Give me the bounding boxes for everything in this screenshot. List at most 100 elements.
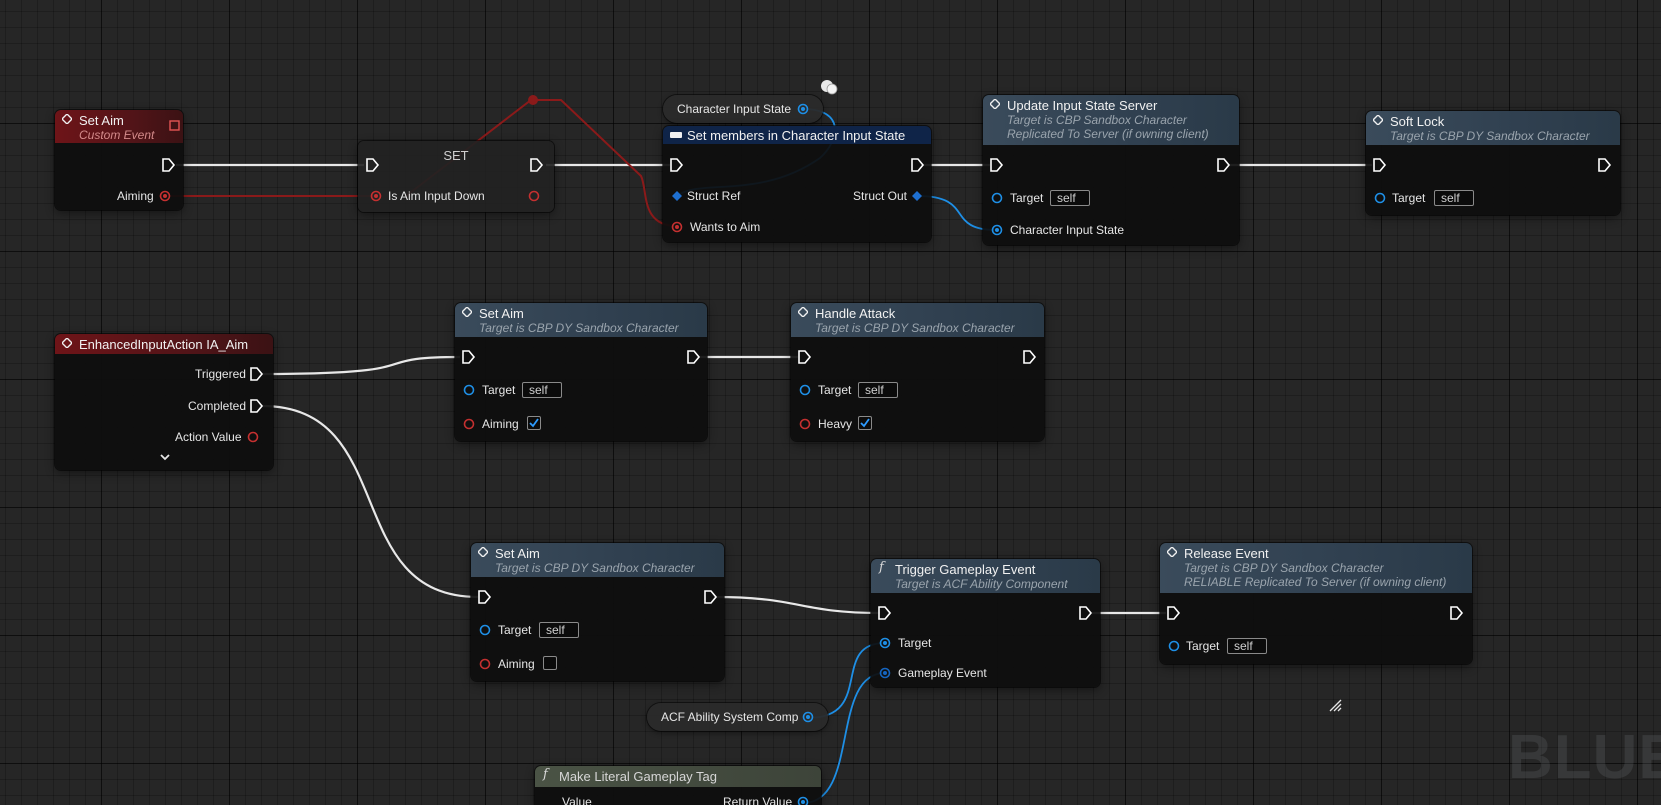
bool-out-pin-icon[interactable]	[247, 431, 259, 443]
bool-in-pin-icon[interactable]	[671, 221, 683, 233]
bool-in-pin-icon[interactable]	[463, 418, 475, 430]
exec-in-pin-icon[interactable]	[462, 350, 476, 364]
object-in-pin-icon[interactable]	[1374, 192, 1386, 204]
exec-in-pin-icon[interactable]	[1167, 606, 1181, 620]
pin-label-target: Target	[1010, 191, 1044, 205]
pin-label-target: Target	[1392, 191, 1426, 205]
bool-out-pin-icon[interactable]	[528, 190, 540, 202]
struct-out-pin-icon[interactable]	[912, 191, 922, 201]
bool-in-pin-icon[interactable]	[799, 418, 811, 430]
character-input-state-variable[interactable]: Character Input State	[663, 95, 823, 123]
target-self-field[interactable]: self	[1434, 190, 1474, 206]
aiming-checkbox[interactable]	[543, 656, 557, 670]
node-subtitle: Target is CBP DY Sandbox Character	[1184, 561, 1384, 575]
object-in-pin-icon[interactable]	[991, 192, 1003, 204]
release-event-node[interactable]: Release Event Target is CBP DY Sandbox C…	[1160, 543, 1472, 664]
make-literal-gameplay-tag-node[interactable]: f Make Literal Gameplay Tag Value Return…	[535, 766, 821, 805]
exec-out-pin-icon[interactable]	[162, 158, 176, 172]
event-diamond-icon	[478, 547, 488, 557]
struct-in-pin-icon[interactable]	[991, 224, 1003, 236]
struct-out-pin-icon[interactable]	[797, 796, 809, 805]
node-title: Set Aim	[495, 546, 540, 561]
exec-out-pin-icon[interactable]	[1217, 158, 1231, 172]
exec-in-pin-icon[interactable]	[366, 158, 380, 172]
soft-lock-node[interactable]: Soft Lock Target is CBP DY Sandbox Chara…	[1366, 111, 1620, 215]
bool-in-pin-icon[interactable]	[479, 658, 491, 670]
node-title: Soft Lock	[1390, 114, 1445, 129]
object-in-pin-icon[interactable]	[799, 384, 811, 396]
event-diamond-icon	[1373, 115, 1383, 125]
exec-out-pin-icon[interactable]	[1450, 606, 1464, 620]
set-variable-node[interactable]: SET Is Aim Input Down	[358, 141, 554, 212]
target-self-field[interactable]: self	[522, 382, 562, 398]
pin-label-aiming: Aiming	[117, 189, 154, 203]
exec-in-pin-icon[interactable]	[878, 606, 892, 620]
node-title: SET	[443, 148, 469, 163]
exec-in-pin-icon[interactable]	[798, 350, 812, 364]
exec-out-pin-icon[interactable]	[250, 367, 264, 381]
exec-in-pin-icon[interactable]	[990, 158, 1004, 172]
struct-out-pin-icon[interactable]	[797, 103, 809, 115]
pin-label-character-input-state: Character Input State	[1010, 223, 1125, 237]
set-aim-call-node-1[interactable]: Set Aim Target is CBP DY Sandbox Charact…	[455, 303, 707, 441]
resize-grip-icon[interactable]	[1328, 698, 1342, 717]
exec-out-pin-icon[interactable]	[530, 158, 544, 172]
pin-label-triggered: Triggered	[195, 367, 246, 381]
node-subtitle: Target is CBP DY Sandbox Character	[495, 561, 695, 575]
delegate-pin-icon[interactable]	[169, 120, 180, 131]
object-in-pin-icon[interactable]	[879, 637, 891, 649]
exec-in-pin-icon[interactable]	[1373, 158, 1387, 172]
handle-attack-node[interactable]: Handle Attack Target is CBP DY Sandbox C…	[791, 303, 1044, 441]
object-in-pin-icon[interactable]	[1168, 640, 1180, 652]
target-self-field[interactable]: self	[1050, 190, 1090, 206]
exec-out-pin-icon[interactable]	[687, 350, 701, 364]
exec-out-pin-icon[interactable]	[1598, 158, 1612, 172]
set-members-node[interactable]: Set members in Character Input State Str…	[663, 126, 931, 242]
set-aim-call-node-2[interactable]: Set Aim Target is CBP DY Sandbox Charact…	[471, 543, 724, 681]
target-self-field[interactable]: self	[539, 622, 579, 638]
comment-bubble-icon[interactable]	[820, 79, 838, 100]
object-in-pin-icon[interactable]	[463, 384, 475, 396]
pin-label-target: Target	[498, 623, 532, 637]
object-out-pin-icon[interactable]	[802, 711, 814, 723]
struct-ref-pin-icon[interactable]	[672, 191, 682, 201]
exec-out-pin-icon[interactable]	[250, 399, 264, 413]
enhanced-input-action-node[interactable]: EnhancedInputAction IA_Aim Triggered Com…	[55, 334, 273, 470]
pin-label-target: Target	[898, 636, 932, 650]
set-aim-custom-event-node[interactable]: Set Aim Custom Event Aiming	[55, 110, 183, 210]
pin-label-struct-ref: Struct Ref	[687, 189, 741, 203]
function-icon: f	[543, 767, 548, 782]
exec-out-pin-icon[interactable]	[1023, 350, 1037, 364]
exec-out-pin-icon[interactable]	[911, 158, 925, 172]
event-diamond-icon	[462, 307, 472, 317]
exec-out-pin-icon[interactable]	[704, 590, 718, 604]
target-self-field[interactable]: self	[1227, 638, 1267, 654]
pin-label-target: Target	[482, 383, 516, 397]
variable-label: Character Input State	[677, 102, 792, 116]
exec-in-pin-icon[interactable]	[670, 158, 684, 172]
pin-label-action-value: Action Value	[175, 430, 242, 444]
exec-out-pin-icon[interactable]	[1079, 606, 1093, 620]
pin-label-struct-out: Struct Out	[853, 189, 908, 203]
exec-in-pin-icon[interactable]	[478, 590, 492, 604]
struct-icon	[670, 132, 682, 138]
bool-out-pin-icon[interactable]	[159, 190, 171, 202]
chevron-down-icon[interactable]	[159, 454, 171, 462]
acf-ability-system-comp-variable[interactable]: ACF Ability System Comp	[647, 703, 828, 731]
target-self-field[interactable]: self	[858, 382, 898, 398]
node-subtitle-2: Replicated To Server (if owning client)	[1007, 127, 1209, 141]
trigger-gameplay-event-node[interactable]: f Trigger Gameplay Event Target is ACF A…	[871, 559, 1100, 687]
pin-label-wants-to-aim: Wants to Aim	[690, 220, 761, 234]
function-icon: f	[879, 560, 884, 575]
object-in-pin-icon[interactable]	[479, 624, 491, 636]
update-input-state-server-node[interactable]: Update Input State Server Target is CBP …	[983, 95, 1239, 245]
node-title: Handle Attack	[815, 306, 896, 321]
pin-label-value: Value	[562, 795, 592, 805]
struct-in-pin-icon[interactable]	[879, 667, 891, 679]
node-title: Make Literal Gameplay Tag	[559, 769, 718, 784]
node-title: Set Aim	[79, 113, 124, 128]
bool-in-pin-icon[interactable]	[370, 190, 382, 202]
heavy-checkbox[interactable]	[858, 416, 872, 430]
aiming-checkbox[interactable]	[527, 416, 541, 430]
pin-label-aiming: Aiming	[498, 657, 535, 671]
